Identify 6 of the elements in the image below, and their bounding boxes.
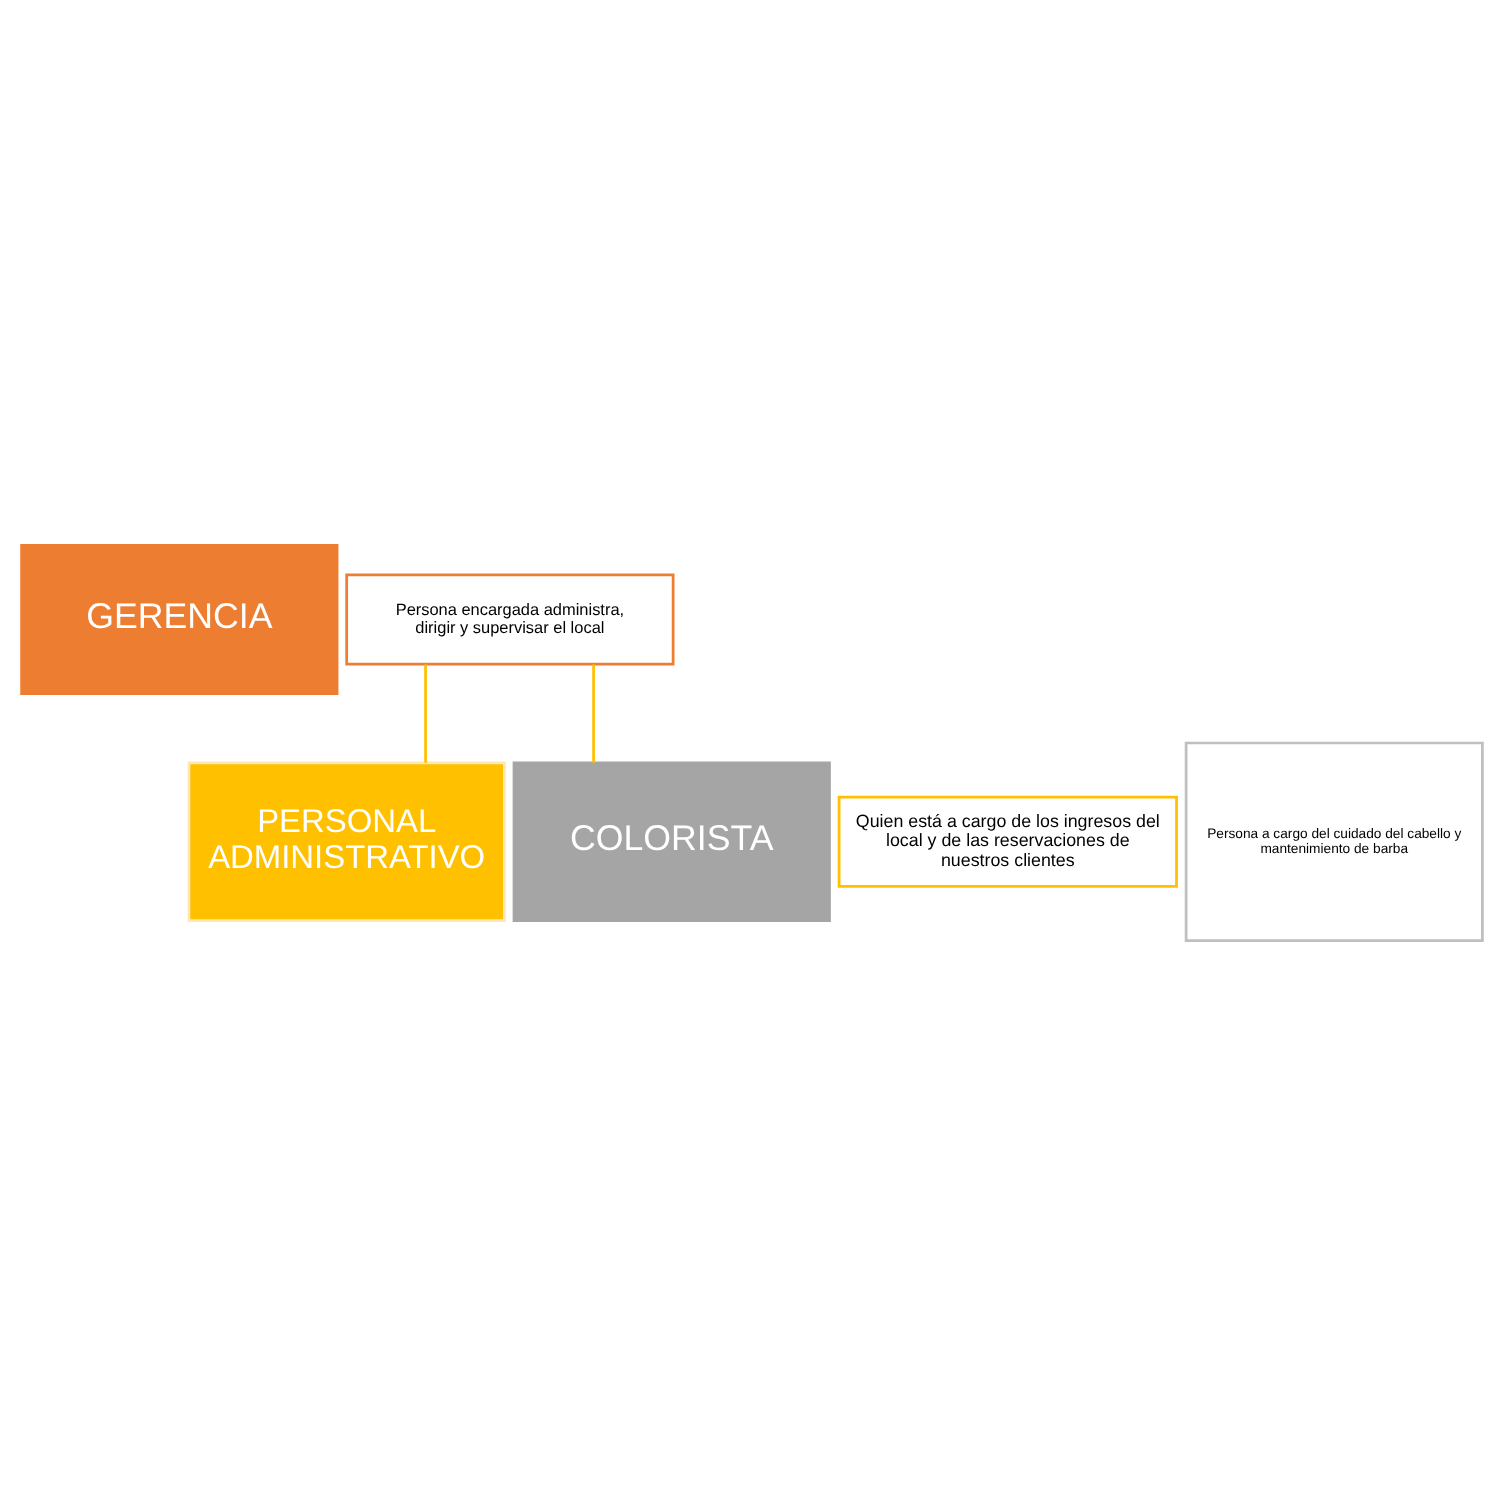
node-box: PERSONAL ADMINISTRATIVO bbox=[187, 761, 506, 922]
node-box: COLORISTA bbox=[512, 761, 831, 922]
node-box: Quien está a cargo de los ingresos del local y de las reservaciones de nuestros clientes bbox=[837, 795, 1178, 888]
connector bbox=[592, 664, 595, 763]
connector bbox=[424, 664, 427, 763]
node-box: GERENCIA bbox=[20, 544, 339, 695]
